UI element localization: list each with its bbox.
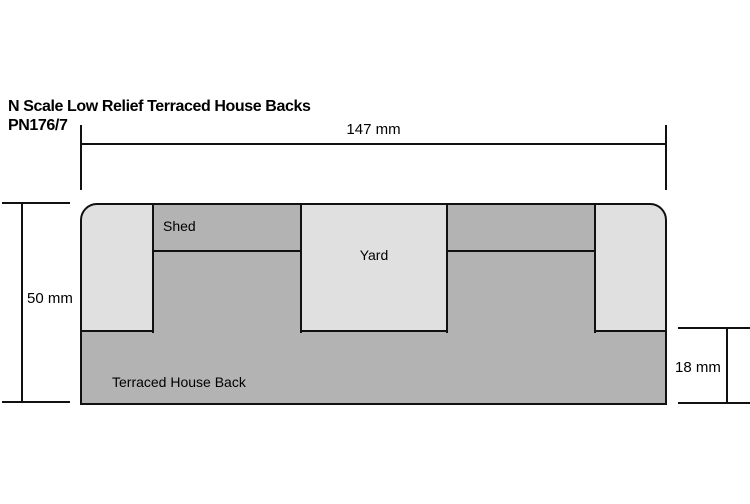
house-section-right xyxy=(446,203,596,333)
width-dimension-tick-left xyxy=(80,125,82,190)
height-dimension-line xyxy=(21,203,23,403)
depth-dimension-line xyxy=(726,328,728,404)
height-dimension-label: 50 mm xyxy=(27,290,73,307)
shed-label: Shed xyxy=(163,218,196,234)
depth-dimension-tick-bottom xyxy=(678,402,750,404)
part-number: PN176/7 xyxy=(8,117,68,134)
shed-divider-right xyxy=(446,250,596,252)
page-title: N Scale Low Relief Terraced House Backs xyxy=(8,98,311,115)
width-dimension-line xyxy=(80,143,667,145)
house-section-left xyxy=(152,203,302,333)
width-dimension-label: 147 mm xyxy=(346,121,401,138)
height-dimension-tick-bottom xyxy=(2,401,70,403)
shed-divider-left xyxy=(152,250,302,252)
house-back-strip xyxy=(80,330,667,405)
yard-label: Yard xyxy=(359,247,389,263)
depth-dimension-tick-top xyxy=(678,327,750,329)
width-dimension-tick-right xyxy=(665,125,667,190)
height-dimension-tick-top xyxy=(2,202,70,204)
depth-dimension-label: 18 mm xyxy=(675,359,721,376)
house-back-label: Terraced House Back xyxy=(112,374,246,390)
